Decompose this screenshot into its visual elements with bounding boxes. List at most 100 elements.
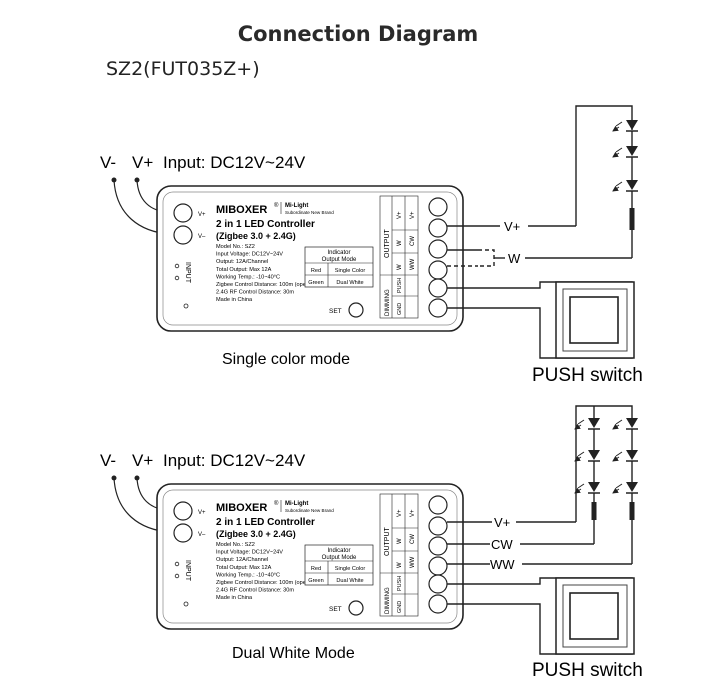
output-group-label: OUTPUT [384, 229, 391, 259]
spec-line: Model No.: SZ2 [216, 244, 255, 250]
sub-brand-tagline: Subordinate New Brand [285, 210, 334, 215]
led-diode-icon [575, 450, 600, 461]
set-label: SET [329, 308, 342, 315]
led-diode-icon [613, 180, 638, 191]
indicator-color: Red [311, 268, 321, 274]
input-v-minus-label: V- [100, 451, 116, 470]
switch-label: PUSH switch [532, 365, 643, 386]
page-title: Connection Diagram [237, 22, 479, 46]
sub-brand: Mi-Light [285, 501, 308, 507]
product-name: 2 in 1 LED Controller [216, 219, 315, 230]
spec-line: Output: 12A/Channel [216, 259, 268, 265]
spec-line: Input Voltage: DC12V~24V [216, 252, 283, 258]
indicator-title: Indicator [327, 250, 350, 256]
dual-white-section: V- V+ Input: DC12V~24V V+ V– INPUT MIBOX… [100, 405, 643, 681]
led-indicator-icon [183, 303, 189, 309]
polarity-icon [174, 275, 180, 281]
brand-registered-mark: ® [274, 500, 279, 507]
led-diode-icon [613, 146, 638, 157]
indicator-title: Indicator [327, 548, 350, 554]
led-string [613, 120, 638, 230]
indicator-subtitle: Output Mode [322, 555, 357, 561]
set-button[interactable] [348, 302, 364, 318]
term-label: V+ [410, 509, 416, 517]
term-label: V+ [410, 211, 416, 219]
led-diode-icon [613, 450, 638, 461]
spec-line: Output: 12A/Channel [216, 557, 268, 563]
spec-line: Model No.: SZ2 [216, 542, 255, 548]
led-string [575, 418, 600, 520]
term-label: PUSH [397, 576, 403, 591]
spec-line: Zigbee Control Distance: 100m (open area… [216, 282, 324, 288]
push-switch-button[interactable] [569, 296, 619, 344]
indicator-mode: Single Color [335, 268, 366, 274]
set-button[interactable] [348, 600, 364, 616]
indicator-table: Indicator Output Mode Red Single Color G… [304, 544, 374, 586]
output-label-vplus: V+ [504, 219, 520, 234]
term-label: W [397, 562, 403, 568]
term-label: WW [410, 556, 416, 568]
model-number: SZ2(FUT035Z+) [106, 58, 260, 80]
input-v-minus-label: V- [100, 153, 116, 172]
spec-line: Working Temp.: -10~40°C [216, 572, 280, 578]
spec-line: 2.4G RF Control Distance: 30m [216, 588, 294, 594]
spec-line: Total Output: Max 12A [216, 267, 272, 273]
term-label: V+ [397, 211, 403, 219]
indicator-color: Red [311, 566, 321, 572]
led-diode-icon [575, 482, 600, 493]
mode-label: Dual White Mode [232, 645, 355, 662]
indicator-color: Green [308, 280, 324, 286]
output-label-w: W [508, 251, 521, 266]
term-label: W [397, 264, 403, 270]
resistor-icon [591, 502, 597, 520]
input-voltage-label: Input: DC12V~24V [163, 153, 306, 172]
term-label: WW [410, 258, 416, 270]
term-label: PUSH [397, 278, 403, 293]
product-name: 2 in 1 LED Controller [216, 517, 315, 528]
indicator-table: Indicator Output Mode Red Single Color G… [304, 246, 374, 288]
terminal-input-vplus [173, 203, 193, 223]
led-diode-icon [613, 482, 638, 493]
single-color-section: V- V+ Input: DC12V~24V V+ V– INPUT [100, 105, 643, 386]
output-terminals [428, 495, 448, 614]
push-switch [555, 577, 635, 655]
indicator-subtitle: Output Mode [322, 257, 357, 263]
input-port-label: INPUT [184, 560, 191, 582]
term-label: CW [410, 534, 416, 544]
term-vminus-label: V– [198, 532, 206, 538]
term-vplus-label: V+ [198, 212, 206, 218]
term-label: V+ [397, 509, 403, 517]
push-switch-button[interactable] [569, 592, 619, 640]
input-port-label: INPUT [184, 262, 191, 284]
set-label: SET [329, 606, 342, 613]
resistor-icon [629, 208, 635, 230]
controller-box: V+ V– INPUT MIBOXER ® Mi-Light Subordina… [156, 185, 464, 332]
term-label: W [397, 538, 403, 544]
sub-brand-tagline: Subordinate New Brand [285, 508, 334, 513]
term-vminus-label: V– [198, 234, 206, 240]
spec-line: Total Output: Max 12A [216, 565, 272, 571]
input-voltage-label: Input: DC12V~24V [163, 451, 306, 470]
brand-logo: MIBOXER [216, 204, 267, 216]
led-diode-icon [575, 418, 600, 429]
push-switch [555, 281, 635, 359]
term-vplus-label: V+ [198, 510, 206, 516]
spec-line: Made in China [216, 595, 253, 601]
spec-line: Working Temp.: -10~40°C [216, 274, 280, 280]
sub-brand: Mi-Light [285, 203, 308, 209]
output-label-vplus: V+ [494, 515, 510, 530]
input-v-plus-label: V+ [132, 451, 153, 470]
product-protocol: (Zigbee 3.0 + 2.4G) [216, 529, 296, 539]
indicator-mode: Dual White [336, 578, 363, 584]
spec-line: Zigbee Control Distance: 100m (open area… [216, 580, 324, 586]
product-protocol: (Zigbee 3.0 + 2.4G) [216, 231, 296, 241]
brand-logo: MIBOXER [216, 502, 267, 514]
spec-line: Input Voltage: DC12V~24V [216, 550, 283, 556]
mode-label: Single color mode [222, 351, 350, 368]
indicator-mode: Dual White [336, 280, 363, 286]
spec-line: Made in China [216, 297, 253, 303]
terminal-input-vminus [173, 225, 193, 245]
